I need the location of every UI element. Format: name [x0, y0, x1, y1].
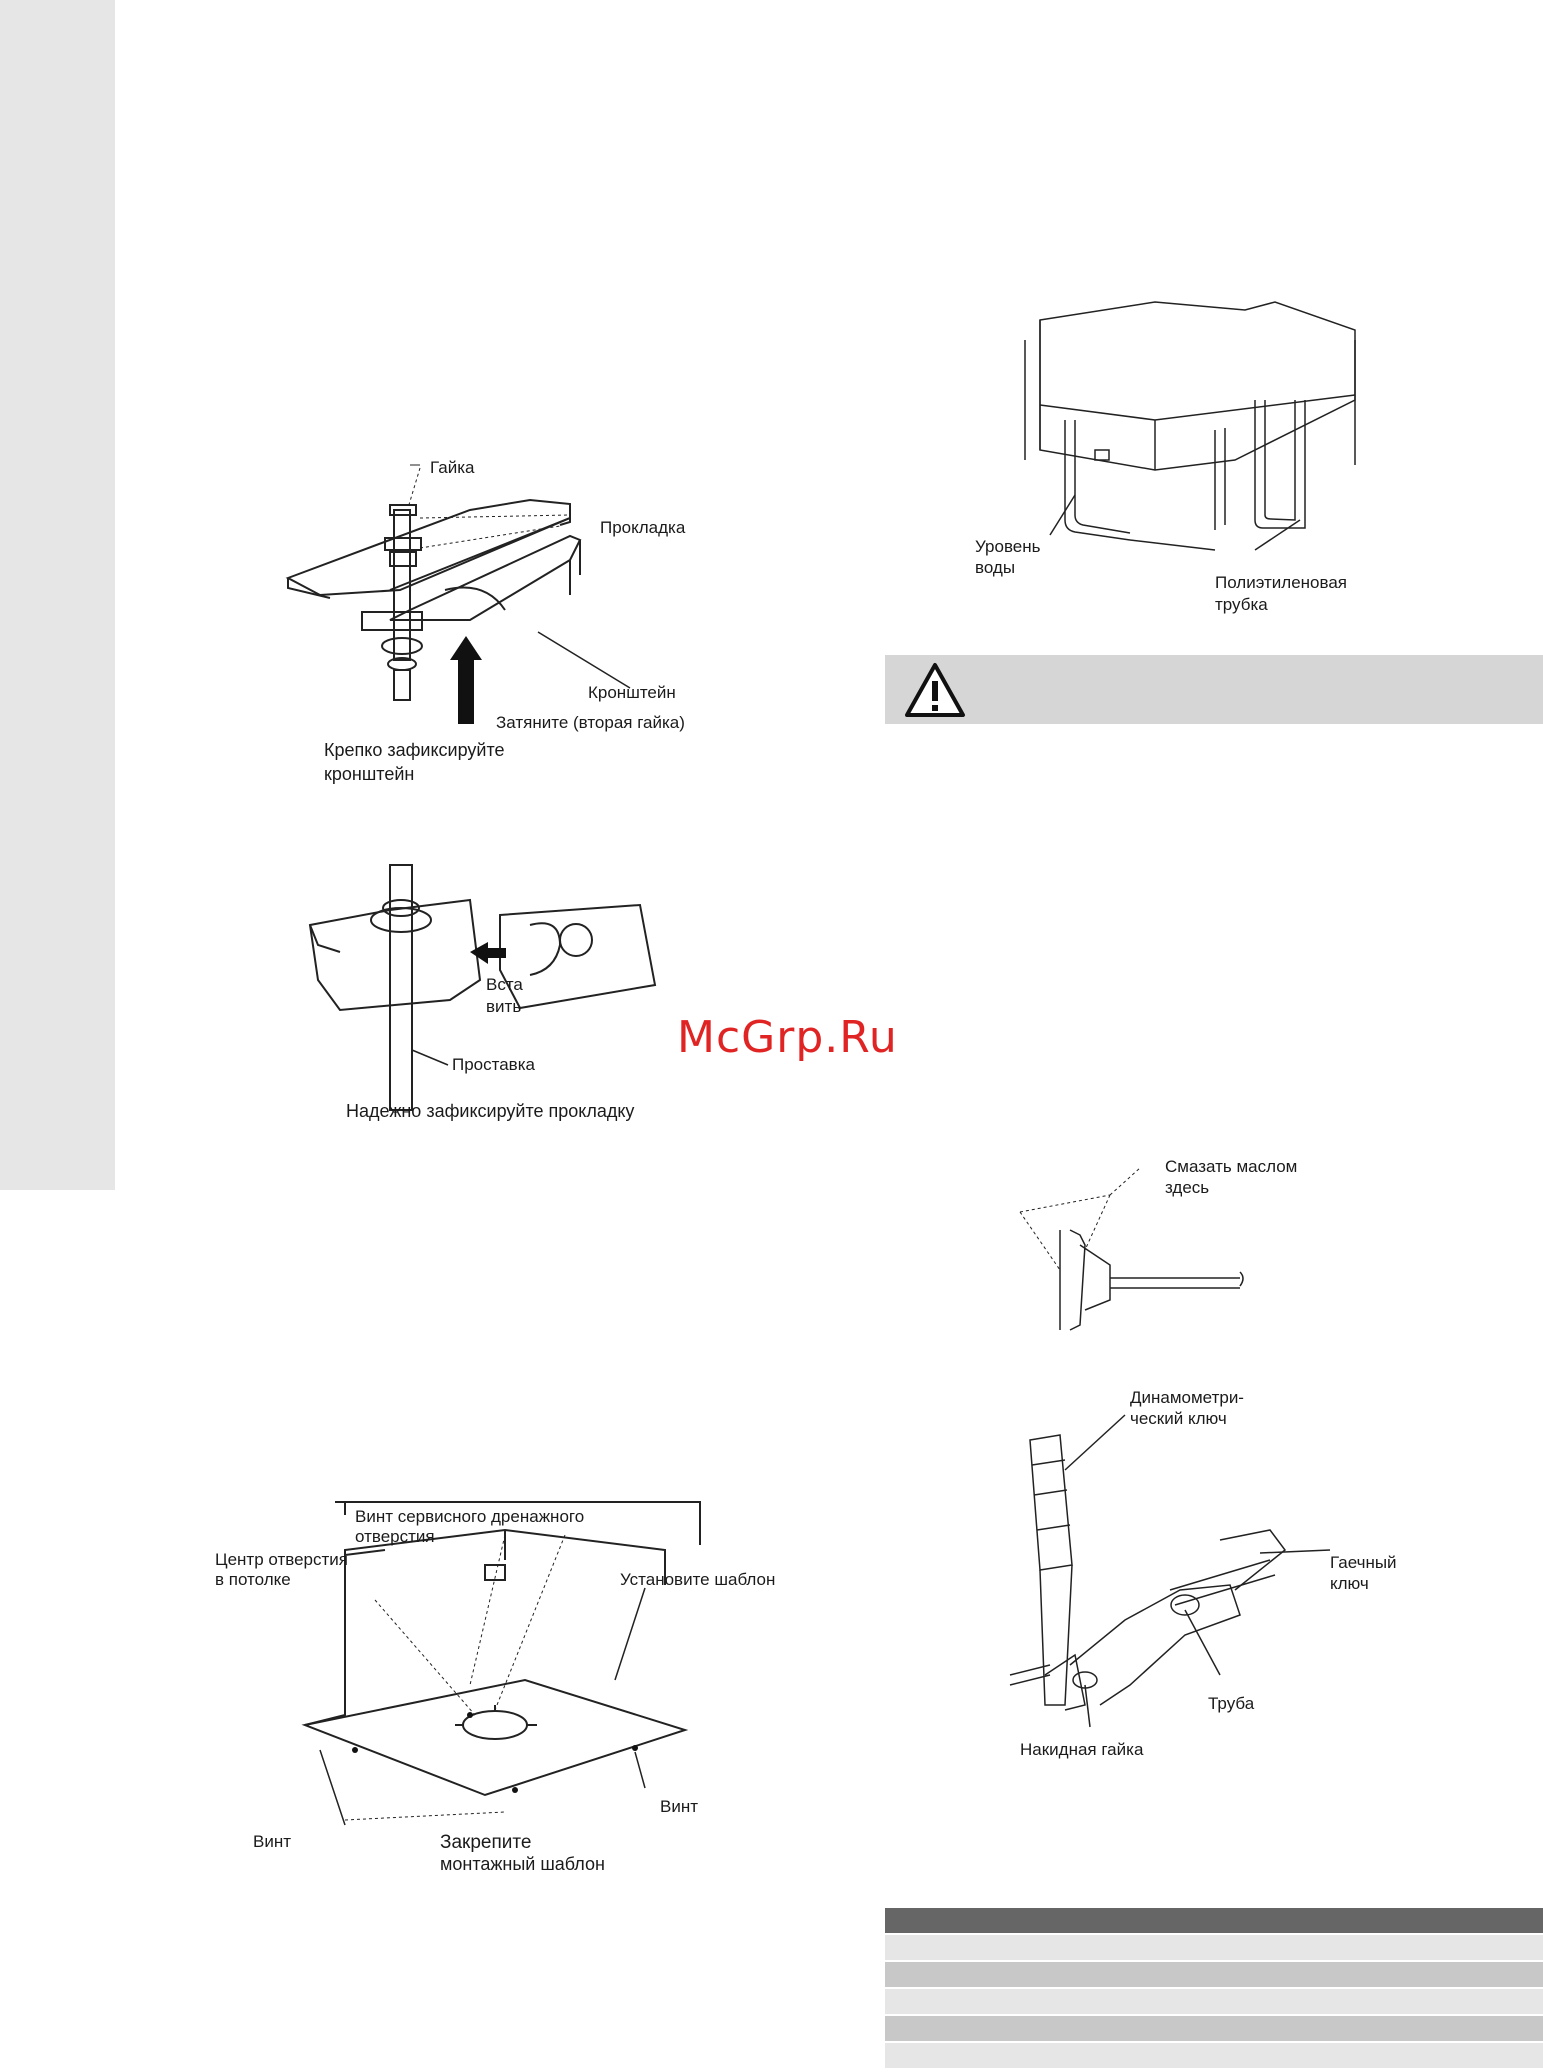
label-ceiling-center-line1: Центр отверстия	[215, 1550, 348, 1569]
label-torque-wrench-line2: ческий ключ	[1130, 1409, 1227, 1428]
label-tube-line2: трубка	[1215, 595, 1268, 614]
label-spanner-line2: ключ	[1330, 1574, 1369, 1593]
label-oil-line2: здесь	[1165, 1178, 1209, 1197]
label-oil-line1: Смазать маслом	[1165, 1157, 1297, 1176]
tighten-arrow-icon	[450, 636, 482, 724]
label-drain-screw-line2: отверстия	[355, 1527, 435, 1546]
figure-bracket: Гайка Прокладка Кронштейн Затяните (втор…	[270, 440, 730, 800]
label-ceiling-center-line2: в потолке	[215, 1570, 291, 1589]
table-row	[885, 2016, 1543, 2043]
figure-oil: Смазать маслом здесь	[1010, 1150, 1340, 1340]
template-drawing: Винт сервисного дренажного отверстия Цен…	[215, 1501, 775, 1874]
caption-template-line2: монтажный шаблон	[440, 1854, 605, 1874]
label-drain-screw-line1: Винт сервисного дренажного	[355, 1507, 584, 1526]
caption-template-line1: Закрепите	[440, 1832, 531, 1853]
warning-triangle-icon	[903, 661, 967, 719]
label-washer: Прокладка	[600, 518, 686, 537]
insert-arrow-icon	[470, 942, 506, 964]
figure-wrenches: Динамометри- ческий ключ Гаечный ключ Тр…	[1009, 1375, 1410, 1765]
label-bracket: Кронштейн	[588, 683, 676, 702]
label-insert-line1: Вста	[486, 975, 523, 994]
table-row	[885, 2043, 1543, 2070]
label-torque-wrench-line1: Динамометри-	[1130, 1388, 1244, 1407]
label-install-template: Установите шаблон	[620, 1570, 775, 1589]
spacer-drawing: Вста вить Проставка Надежно зафиксируйте…	[308, 864, 657, 1121]
label-flare-nut: Накидная гайка	[1020, 1740, 1144, 1759]
water-level-drawing: Уровень воды Полиэтиленовая трубка	[975, 301, 1356, 614]
label-nut: Гайка	[430, 458, 475, 477]
label-tighten: Затяните (вторая гайка)	[496, 713, 685, 732]
oil-drawing: Смазать маслом здесь	[1019, 1157, 1297, 1331]
caption-spacer: Надежно зафиксируйте прокладку	[346, 1101, 634, 1121]
label-water-level-line2: воды	[975, 558, 1015, 577]
label-spacer: Проставка	[452, 1055, 536, 1074]
label-screw-right: Винт	[660, 1797, 698, 1816]
table-row	[885, 1962, 1543, 1989]
page-side-strip	[0, 0, 115, 1190]
caution-bar	[885, 655, 1543, 724]
label-spanner-line1: Гаечный	[1330, 1553, 1397, 1572]
table-row	[885, 1935, 1543, 1962]
label-pipe: Труба	[1208, 1694, 1255, 1713]
label-water-level-line1: Уровень	[975, 537, 1041, 556]
wrenches-drawing: Динамометри- ческий ключ Гаечный ключ Тр…	[1009, 1388, 1397, 1759]
table-header-row	[885, 1908, 1543, 1935]
label-screw-left: Винт	[253, 1832, 291, 1851]
figure-water-level: Уровень воды Полиэтиленовая трубка	[955, 290, 1395, 630]
label-tube-line1: Полиэтиленовая	[1215, 573, 1347, 592]
bracket-drawing: Гайка Прокладка Кронштейн Затяните (втор…	[285, 458, 686, 784]
caption-bracket-line1: Крепко зафиксируйте	[324, 740, 505, 760]
spec-table	[885, 1908, 1543, 2070]
label-insert-line2: вить	[486, 997, 521, 1016]
table-row	[885, 1989, 1543, 2016]
watermark: McGrp.Ru	[677, 1012, 898, 1063]
figure-template: Винт сервисного дренажного отверстия Цен…	[205, 1490, 805, 1890]
caption-bracket-line2: кронштейн	[324, 764, 414, 784]
figure-spacer: Вста вить Проставка Надежно зафиксируйте…	[308, 864, 700, 1130]
